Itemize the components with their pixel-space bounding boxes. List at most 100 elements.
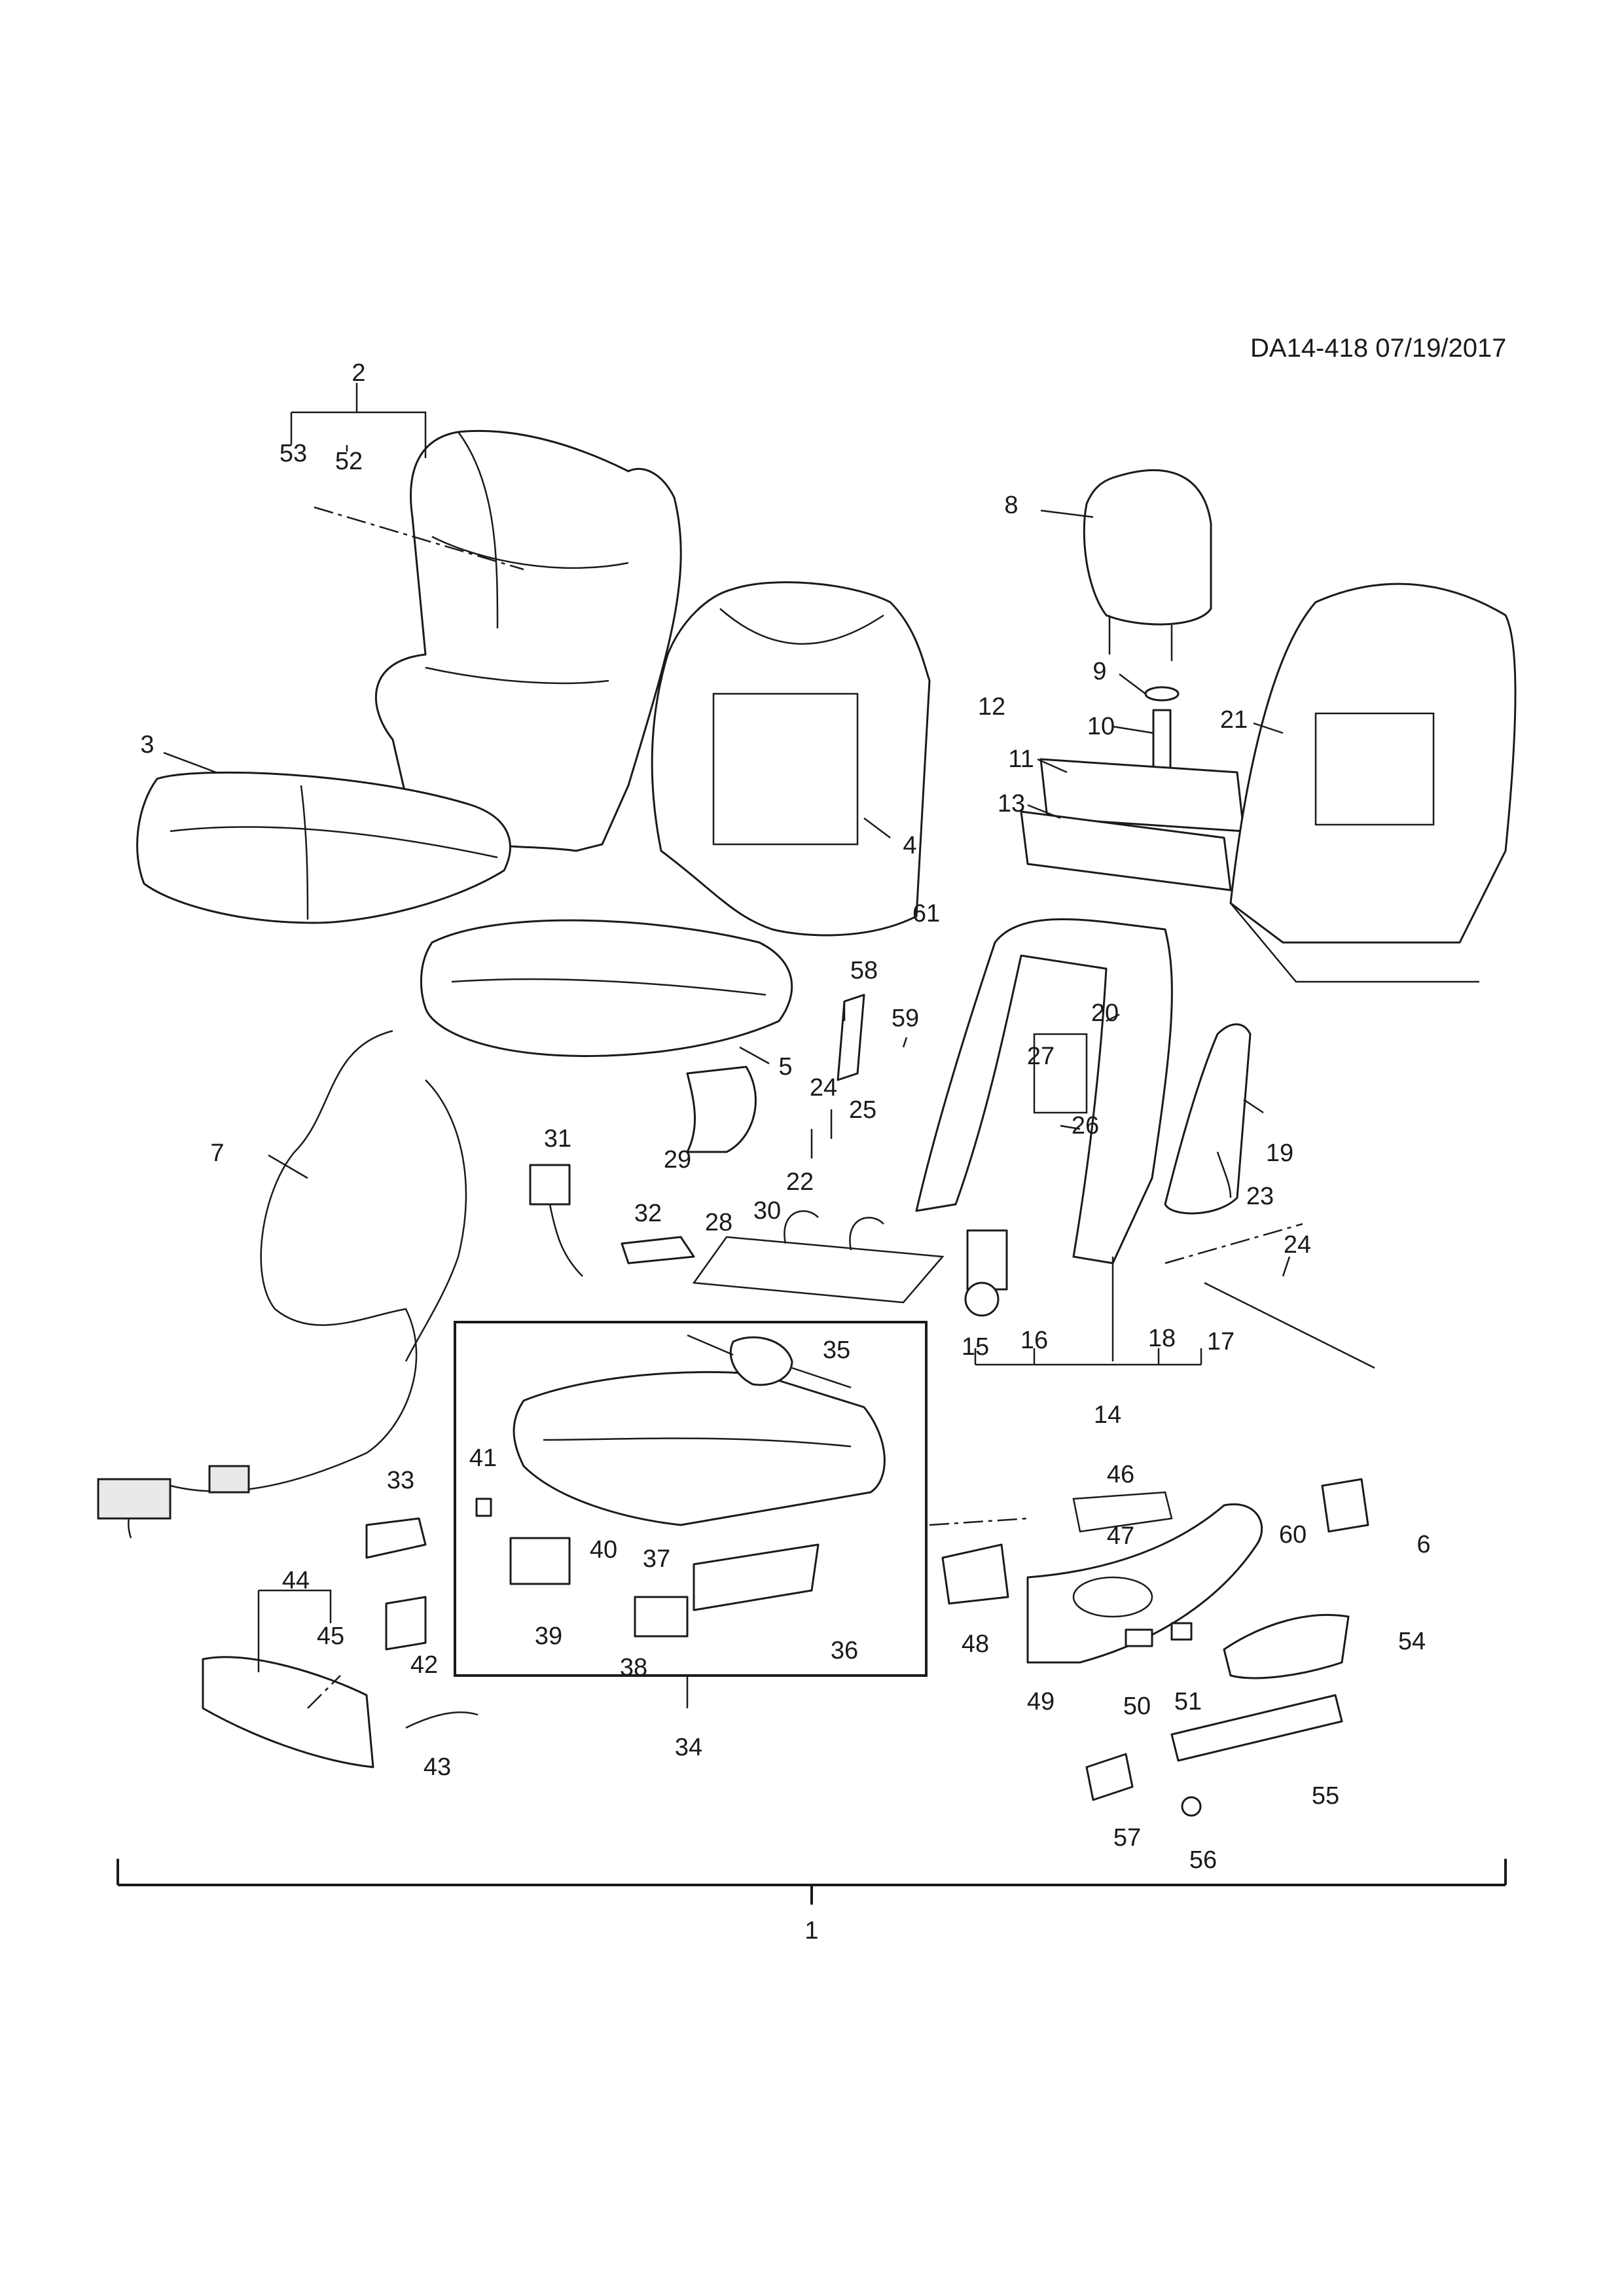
leader-23 (1164, 1223, 1303, 1265)
callout-58: 58 (850, 957, 878, 984)
callout-22: 22 (785, 1168, 814, 1196)
callout-21: 21 (1219, 706, 1248, 734)
callout-50: 50 (1123, 1693, 1151, 1720)
callout-33: 33 (386, 1467, 415, 1494)
callout-37: 37 (642, 1545, 671, 1573)
clip-56 (1181, 1796, 1202, 1817)
cushion-frame (513, 1371, 886, 1611)
callout-38: 38 (619, 1654, 648, 1681)
callout-60: 60 (1278, 1521, 1307, 1549)
seat-back-cover (374, 429, 682, 852)
seat-cushion-pad (420, 919, 793, 1057)
callout-17: 17 (1206, 1328, 1235, 1355)
callout-18: 18 (1147, 1325, 1176, 1352)
callout-29: 29 (663, 1146, 692, 1174)
bracket-32 (621, 1236, 695, 1265)
seat-switch (1321, 1478, 1369, 1533)
callout-13: 13 (997, 790, 1026, 817)
cover-33 (365, 1517, 427, 1559)
trim-54 (1223, 1614, 1350, 1679)
callout-16: 16 (1020, 1327, 1049, 1354)
leader-lines (163, 383, 1291, 1366)
callout-3: 3 (140, 731, 154, 759)
bracket-48 (941, 1543, 1009, 1605)
callout-46: 46 (1106, 1461, 1135, 1488)
callout-8: 8 (1004, 492, 1019, 519)
recliner-motor (964, 1229, 1008, 1317)
callout-44: 44 (281, 1567, 310, 1594)
callout-34: 34 (674, 1734, 703, 1761)
callout-55: 55 (1311, 1782, 1340, 1810)
callout-15: 15 (961, 1333, 990, 1361)
callout-20: 20 (1091, 999, 1119, 1027)
callout-59: 59 (891, 1005, 920, 1032)
wiring-harness (97, 1030, 467, 1539)
callout-57: 57 (1113, 1824, 1142, 1852)
callout-7: 7 (210, 1139, 225, 1167)
leader-52-to-cover (314, 506, 524, 571)
callout-26: 26 (1071, 1112, 1100, 1139)
callout-61: 61 (912, 900, 941, 927)
callout-31: 31 (543, 1125, 572, 1153)
headrest (1083, 469, 1212, 661)
callout-27: 27 (1026, 1043, 1055, 1070)
callout-11: 11 (1008, 745, 1034, 773)
upper-bracket (1020, 758, 1245, 891)
callout-5: 5 (778, 1053, 793, 1081)
bracket-57 (1085, 1753, 1134, 1801)
callout-2: 2 (352, 359, 366, 387)
callout-56: 56 (1189, 1846, 1218, 1874)
callout-1: 1 (804, 1917, 819, 1945)
bracket-42 (385, 1596, 427, 1651)
pad-58 (837, 994, 865, 1081)
callout-24-left: 24 (809, 1074, 838, 1102)
callout-49: 49 (1026, 1688, 1055, 1715)
seat-back-panel (1229, 583, 1517, 983)
drawing-reference: DA14-418 07/19/2017 (1250, 334, 1507, 363)
front-trim (202, 1656, 374, 1768)
bracket-lines-44 (257, 1589, 332, 1672)
callout-6: 6 (1416, 1531, 1431, 1558)
callout-54: 54 (1398, 1628, 1426, 1655)
callout-19: 19 (1265, 1139, 1294, 1167)
callout-41: 41 (469, 1444, 497, 1472)
seat-back-pad (651, 581, 931, 937)
seat-belt-buckle (529, 1164, 583, 1277)
callout-35: 35 (822, 1336, 851, 1364)
trim-50 (1125, 1628, 1153, 1647)
callout-52: 52 (334, 448, 363, 475)
callout-42: 42 (410, 1651, 439, 1679)
assembly-bracket-1 (117, 1859, 1507, 1905)
trim-55 (1170, 1694, 1343, 1762)
motor-39 (509, 1537, 571, 1585)
callout-48: 48 (961, 1630, 990, 1658)
callout-28: 28 (704, 1209, 733, 1236)
callout-51: 51 (1174, 1688, 1202, 1715)
callout-9: 9 (1092, 658, 1107, 685)
callout-32: 32 (634, 1200, 662, 1227)
callout-43: 43 (423, 1753, 452, 1781)
callout-39: 39 (534, 1623, 563, 1650)
clip-41 (475, 1498, 492, 1517)
callout-10: 10 (1087, 713, 1115, 740)
callout-30: 30 (753, 1197, 782, 1225)
callout-4: 4 (903, 832, 917, 859)
side-panel (1164, 1023, 1252, 1215)
callout-40: 40 (589, 1536, 618, 1564)
callout-25: 25 (848, 1096, 877, 1124)
callout-45: 45 (316, 1623, 345, 1650)
bracket-28 (686, 1066, 757, 1153)
cross-rod (1204, 1282, 1375, 1369)
trim-51 (1170, 1622, 1193, 1641)
spring-assembly (692, 1210, 945, 1304)
bracket-lines-15-18 (974, 1348, 1202, 1365)
callout-24-right: 24 (1283, 1231, 1312, 1259)
callout-14: 14 (1093, 1401, 1122, 1429)
motor-35 (687, 1334, 852, 1389)
callout-36: 36 (830, 1637, 859, 1664)
leader-45 (307, 1675, 341, 1709)
inset-frame-34 (454, 1321, 928, 1677)
leader-frame-to-shield (929, 1517, 1028, 1526)
motor-37 (634, 1596, 689, 1638)
